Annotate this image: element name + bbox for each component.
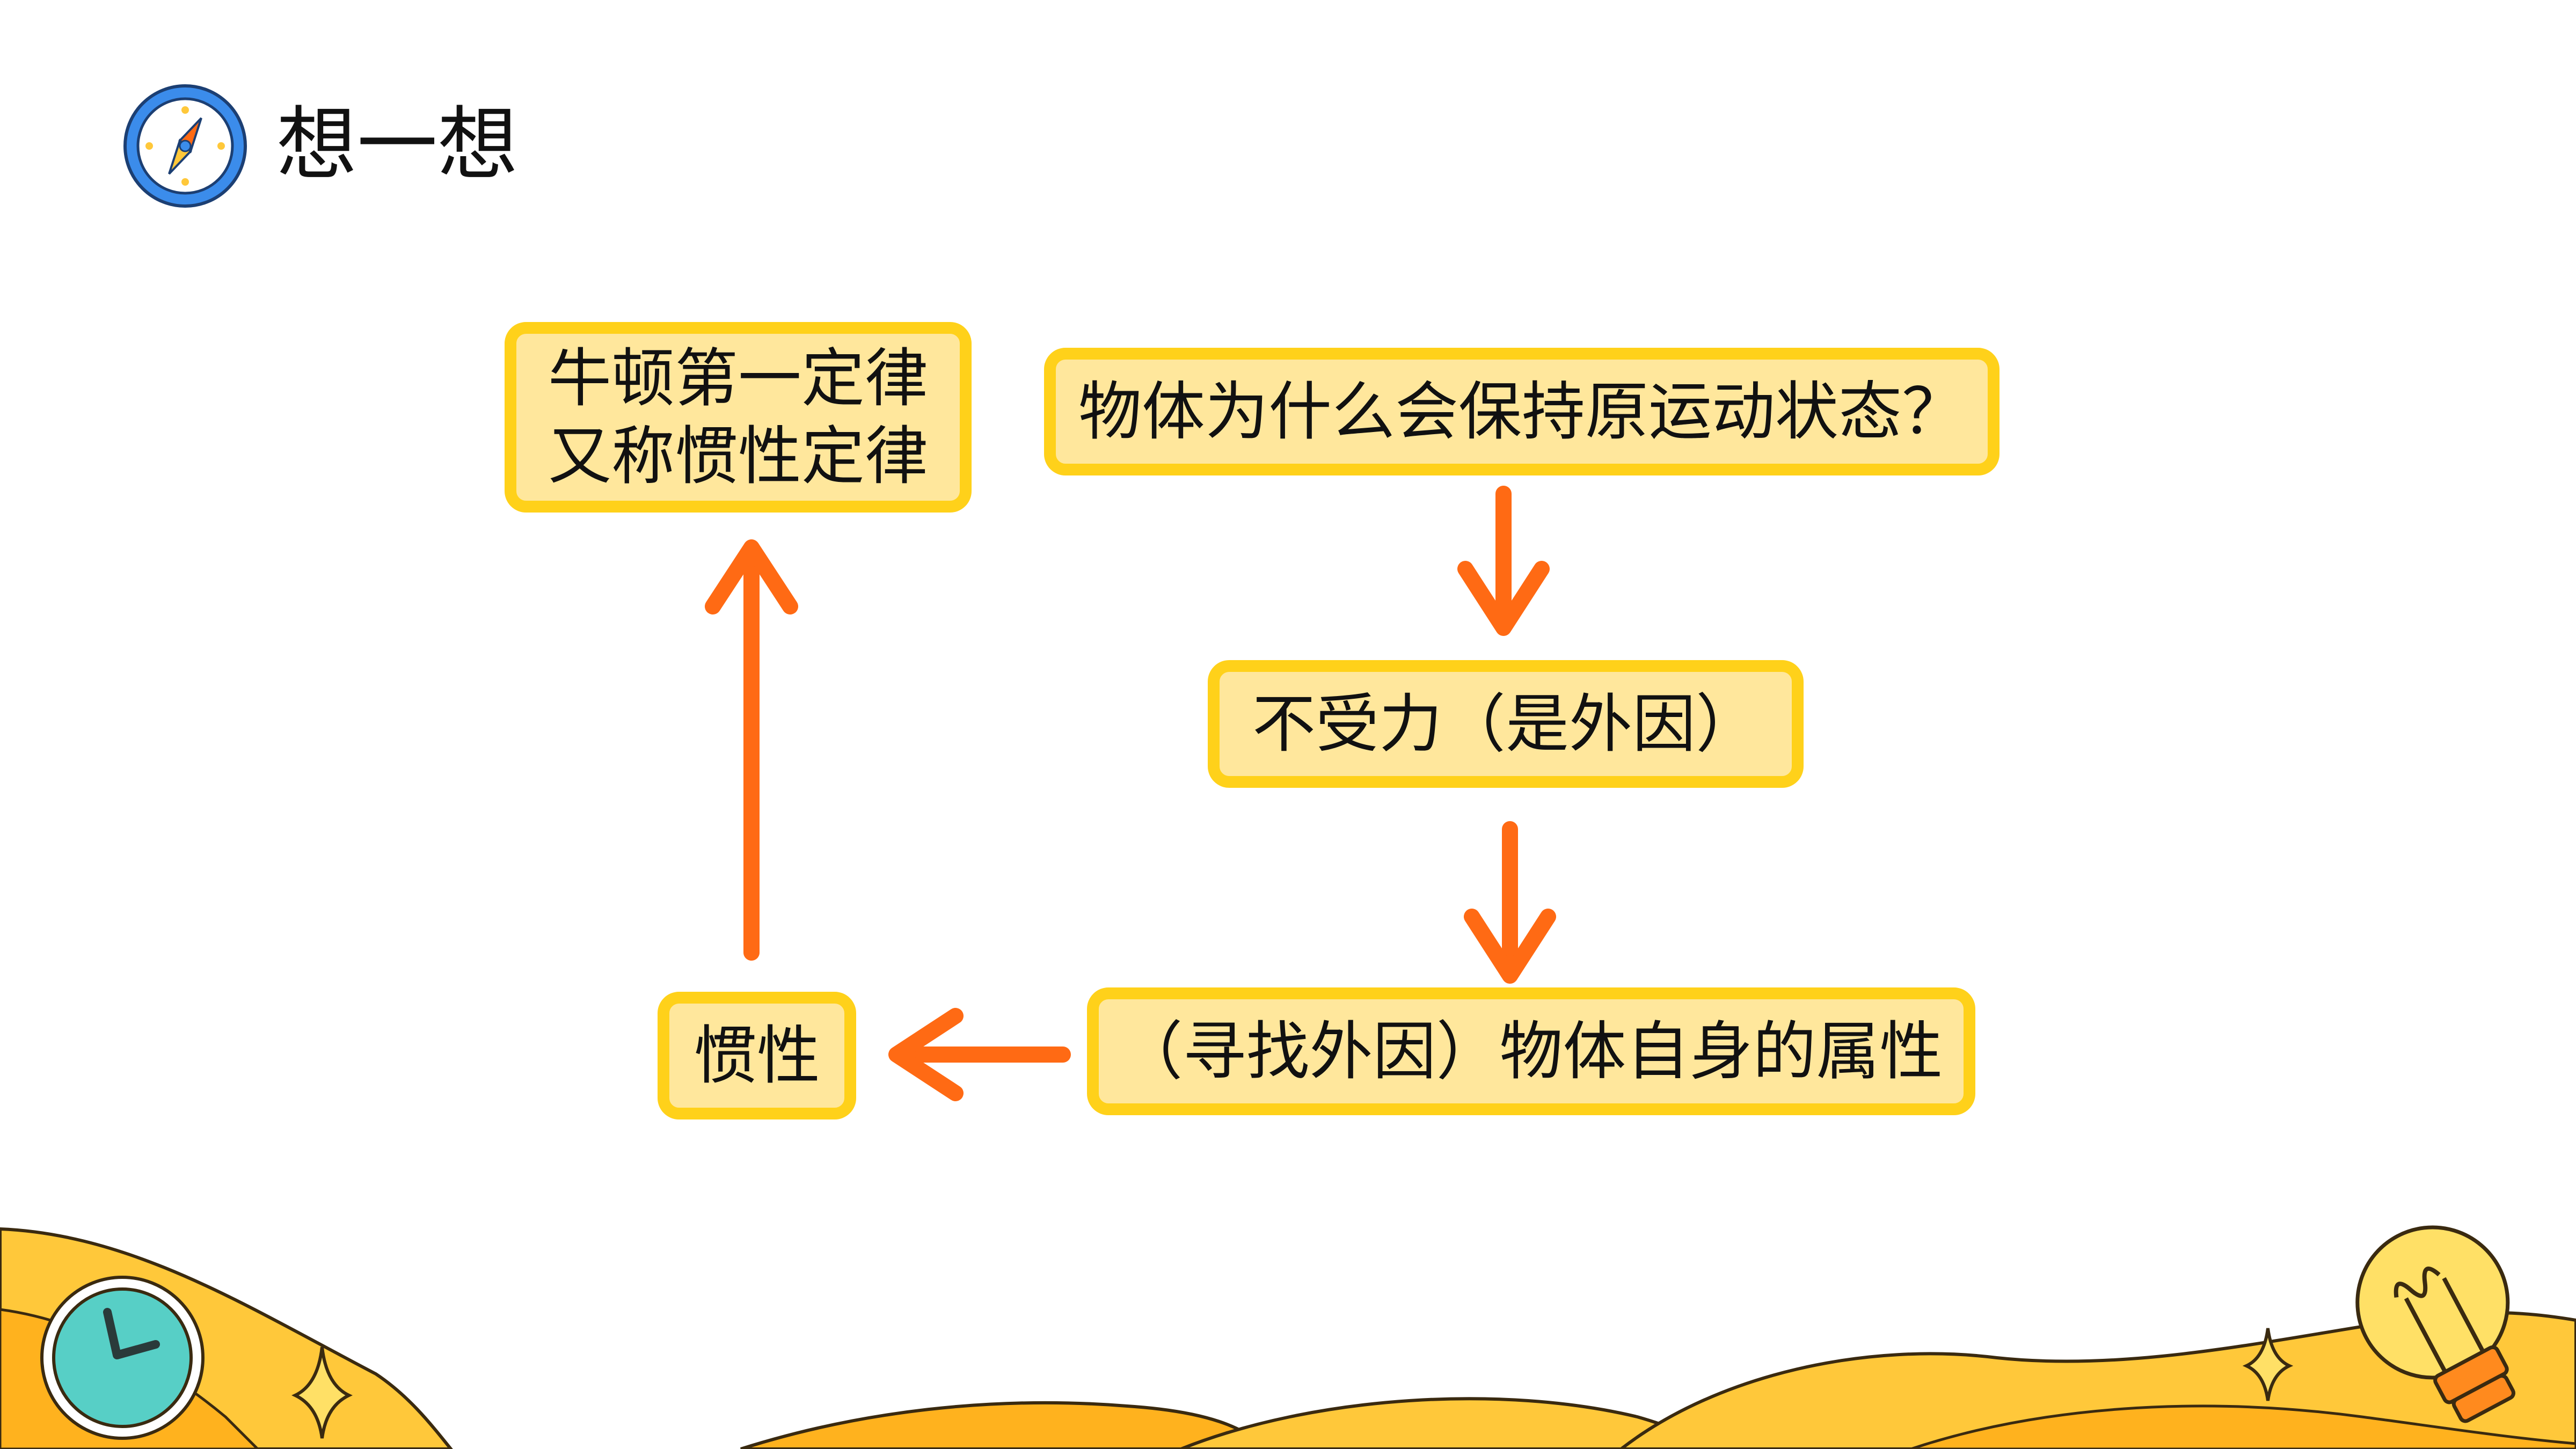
node-question: 物体为什么会保持原运动状态？ (1044, 348, 1999, 475)
node-inertia: 惯性 (658, 992, 856, 1119)
page-title: 想一想 (276, 98, 519, 192)
node-line: 牛顿第一定律 (548, 341, 928, 415)
edge-question-to-no-force (1457, 486, 1550, 636)
sparkle-icon (291, 1346, 353, 1439)
node-line: （寻找外因）物体自身的属性 (1119, 1014, 1943, 1088)
node-line: 物体为什么会保持原运动状态？ (1078, 374, 1965, 449)
edge-no-force-to-property (1464, 821, 1556, 984)
node-line: 惯性 (693, 1018, 820, 1093)
edge-property-to-inertia (888, 1008, 1071, 1101)
node-property: （寻找外因）物体自身的属性 (1087, 987, 1975, 1115)
edge-inertia-to-newton-first-law (705, 539, 798, 961)
node-line: 又称惯性定律 (548, 419, 928, 493)
bottom-wave-decoration (0, 1227, 2576, 1449)
node-no-force: 不受力（是外因） (1208, 660, 1804, 788)
compass-icon (123, 84, 247, 208)
node-newton-first-law: 牛顿第一定律 又称惯性定律 (505, 322, 972, 513)
clock-icon (40, 1276, 205, 1440)
node-line: 不受力（是外因） (1252, 686, 1759, 761)
sparkle-icon (2242, 1328, 2294, 1401)
lightbulb-icon (2355, 1225, 2516, 1423)
